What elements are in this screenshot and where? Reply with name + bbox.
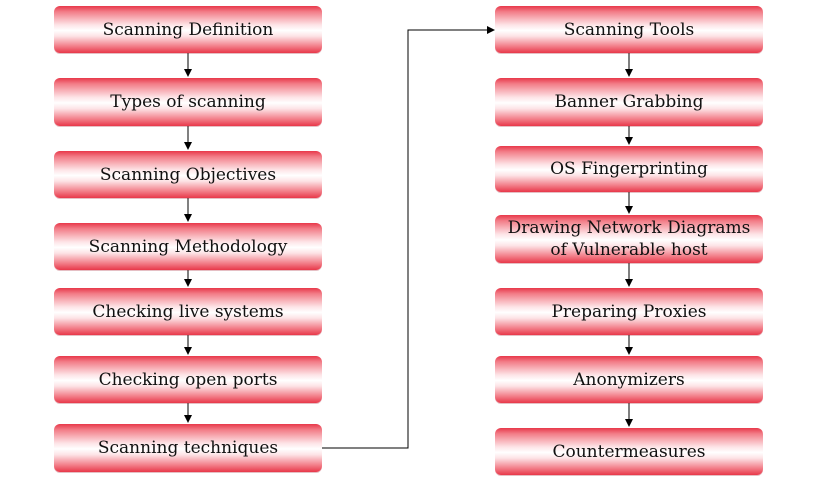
step-label: Countermeasures (552, 441, 706, 462)
step-checking-live-systems: Checking live systems (54, 288, 322, 335)
step-scanning-definition: Scanning Definition (54, 6, 322, 53)
step-label: Preparing Proxies (551, 301, 707, 322)
step-label: Scanning Objectives (99, 164, 277, 185)
step-anonymizers: Anonymizers (495, 356, 763, 403)
step-drawing-network-diagrams: Drawing Network Diagrams of Vulnerable h… (495, 215, 763, 263)
step-os-fingerprinting: OS Fingerprinting (495, 146, 763, 192)
step-scanning-objectives: Scanning Objectives (54, 151, 322, 198)
step-label: Scanning Tools (563, 19, 695, 40)
step-scanning-tools: Scanning Tools (495, 6, 763, 53)
step-countermeasures: Countermeasures (495, 428, 763, 475)
step-checking-open-ports: Checking open ports (54, 356, 322, 403)
step-scanning-methodology: Scanning Methodology (54, 223, 322, 270)
step-label: Banner Grabbing (554, 92, 704, 112)
step-label: Types of scanning (110, 92, 266, 112)
step-scanning-techniques: Scanning techniques (54, 424, 322, 472)
step-label: OS Fingerprinting (550, 159, 708, 179)
step-label: Checking open ports (98, 369, 278, 390)
step-types-of-scanning: Types of scanning (54, 78, 322, 126)
step-label: Scanning techniques (97, 438, 279, 458)
step-label: Scanning Definition (102, 19, 274, 40)
step-label: Checking live systems (92, 301, 284, 322)
step-label: Scanning Methodology (88, 236, 288, 257)
step-banner-grabbing: Banner Grabbing (495, 78, 763, 126)
arrow-cross-column (322, 26, 495, 449)
step-label: Drawing Network Diagrams of Vulnerable h… (507, 218, 751, 260)
step-preparing-proxies: Preparing Proxies (495, 288, 763, 335)
step-label: Anonymizers (573, 369, 685, 390)
